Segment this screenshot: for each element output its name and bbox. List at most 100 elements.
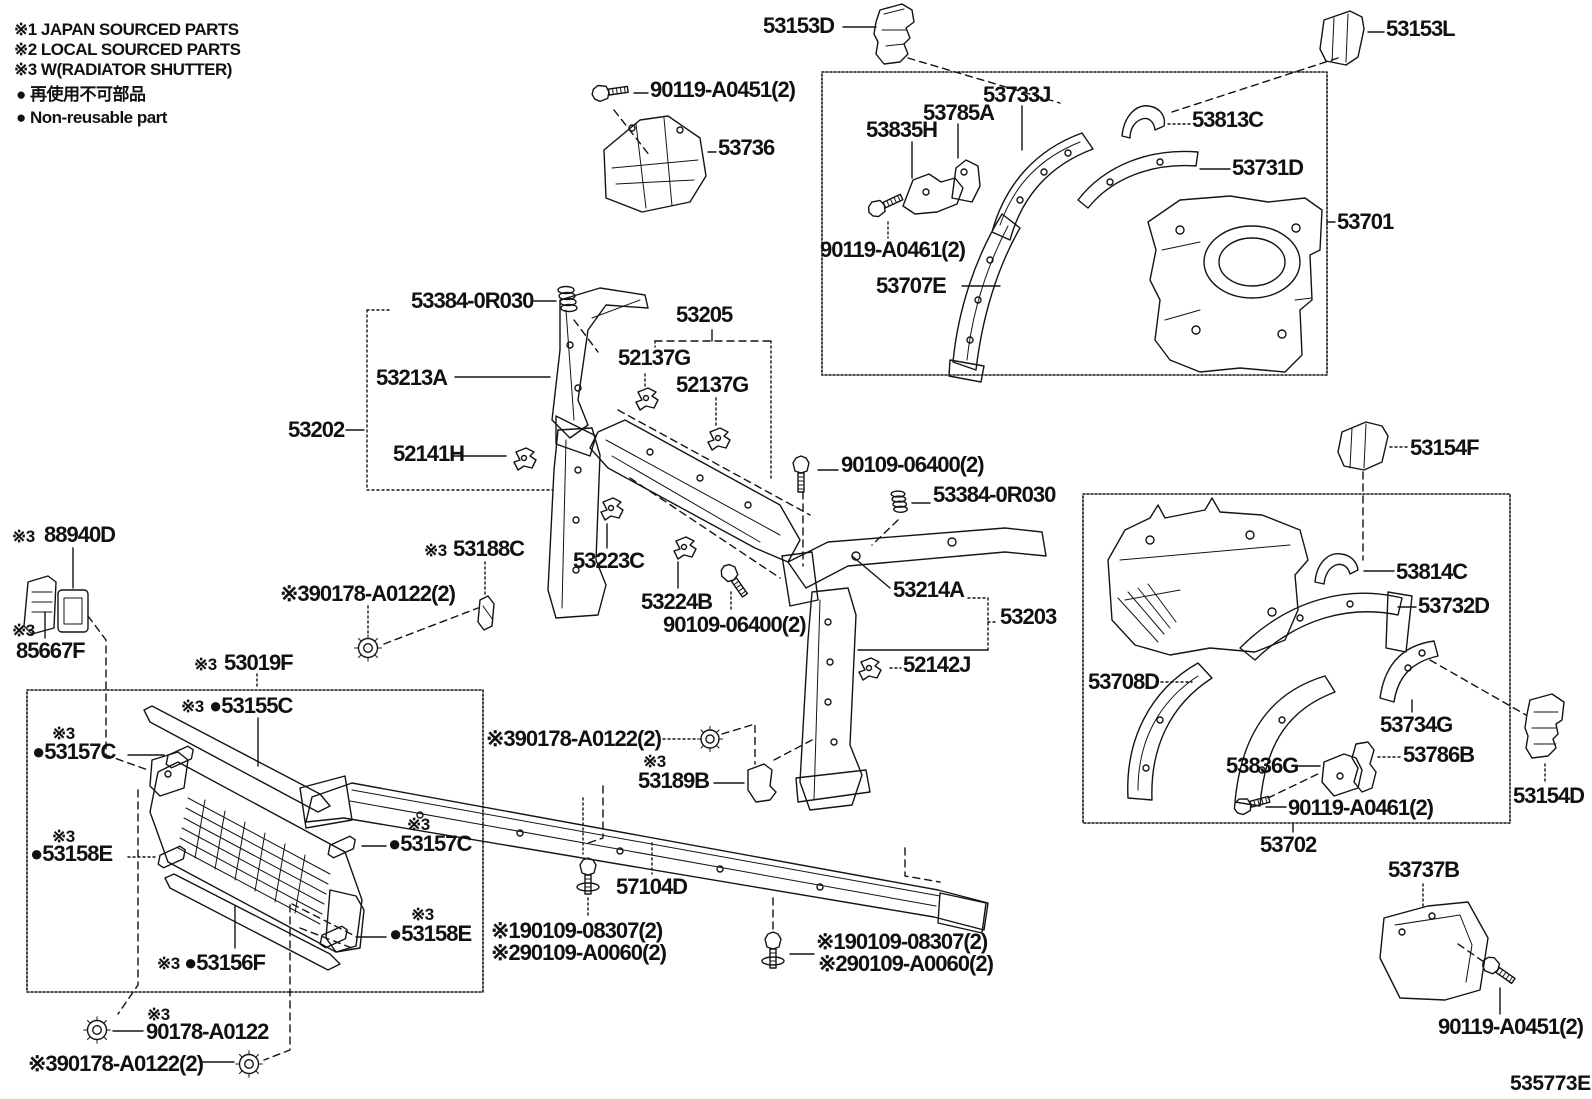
part-53213A-label[interactable]: 53213A — [376, 365, 448, 390]
bolt-icon-57104D-left — [577, 857, 599, 895]
part-53702-label[interactable]: 53702 — [1260, 832, 1317, 857]
part-sketch-53701-apron — [1148, 196, 1322, 372]
part-53224B-label[interactable]: 53224B — [641, 589, 713, 614]
leader-lines — [45, 27, 1545, 1062]
part-53158E-r-label[interactable]: ●53158E — [389, 921, 472, 946]
part-sketch-53813C — [1122, 106, 1164, 138]
part-90109-06400-b-label[interactable]: 90109-06400(2) — [663, 612, 807, 637]
part-90119-A0461-a-label[interactable]: 90119-A0461(2) — [820, 237, 966, 262]
part-53384-0R030-b-label[interactable]: 53384-0R030 — [933, 482, 1056, 507]
mark-ast3-53189B: ※3 — [643, 752, 666, 771]
part-sketch-53708D-arch — [1128, 663, 1212, 800]
part-90178-A0122-a-label[interactable]: ※390178-A0122(2) — [280, 581, 456, 606]
part-90109-08307-l-label[interactable]: ※190109-08307(2) — [491, 918, 663, 943]
part-88940D-label[interactable]: 88940D — [44, 522, 116, 547]
part-90119-A0461-b-label[interactable]: 90119-A0461(2) — [1288, 795, 1434, 820]
part-sketch-53153D — [874, 4, 914, 64]
part-53786B-label[interactable]: 53786B — [1403, 742, 1475, 767]
part-53154F-label[interactable]: 53154F — [1410, 435, 1480, 460]
part-53153L-label[interactable]: 53153L — [1386, 16, 1456, 41]
legend-note-3: ※3 W(RADIATOR SHUTTER) — [14, 60, 232, 79]
part-53701-label[interactable]: 53701 — [1337, 209, 1394, 234]
part-53019F-label[interactable]: 53019F — [224, 650, 294, 675]
part-90178-A0122-c-label[interactable]: 90178-A0122 — [146, 1019, 269, 1044]
part-53158E-l-label[interactable]: ●53158E — [30, 841, 113, 866]
part-53189B-label[interactable]: 53189B — [638, 768, 710, 793]
part-90109-08307-r-label[interactable]: ※190109-08307(2) — [816, 929, 988, 954]
part-85667F-label[interactable]: 85667F — [16, 638, 86, 663]
part-53223C-label[interactable]: 53223C — [573, 548, 645, 573]
part-52142J-label[interactable]: 52142J — [903, 652, 971, 677]
part-53707E-label[interactable]: 53707E — [876, 273, 947, 298]
diagram-code: 535773E — [1510, 1072, 1591, 1095]
part-90109-A0060-l-label[interactable]: ※290109-A0060(2) — [491, 940, 667, 965]
legend-note-2: ※2 LOCAL SOURCED PARTS — [14, 40, 241, 59]
part-sketch-53736 — [604, 116, 706, 212]
part-sketch-53814C — [1315, 554, 1358, 584]
part-53188C-label[interactable]: 53188C — [453, 536, 525, 561]
part-52137G-b-label[interactable]: 52137G — [676, 372, 749, 397]
part-53214A-label[interactable]: 53214A — [893, 577, 965, 602]
part-53836G-label[interactable]: 53836G — [1226, 753, 1299, 778]
detail-box-radiator-shutter — [27, 690, 483, 992]
part-53205-label[interactable]: 53205 — [676, 302, 733, 327]
part-sketch-57104D-bar — [300, 776, 988, 933]
part-53734G-label[interactable]: 53734G — [1380, 712, 1453, 737]
mark-ast3-53158E-l: ※3 — [52, 827, 75, 846]
part-53785A-label[interactable]: 53785A — [923, 100, 995, 125]
part-53813C-label[interactable]: 53813C — [1192, 107, 1264, 132]
part-sketch-53737B-mudguard — [1380, 902, 1488, 1000]
part-53835H-label[interactable]: 53835H — [866, 117, 938, 142]
legend-note-1: ※1 JAPAN SOURCED PARTS — [14, 20, 239, 39]
part-sketch-53223C-pillar — [548, 428, 606, 618]
part-53154D-label[interactable]: 53154D — [1513, 783, 1585, 808]
part-52137G-a-label[interactable]: 52137G — [618, 345, 691, 370]
detail-box-front-apron-rh — [822, 72, 1327, 375]
part-53814C-label[interactable]: 53814C — [1396, 559, 1468, 584]
part-sketch-53189B — [748, 764, 776, 802]
part-sketch-53733J — [992, 133, 1093, 240]
part-53202-label[interactable]: 53202 — [288, 417, 345, 442]
part-90119-A0451-bot-label[interactable]: 90119-A0451(2) — [1438, 1014, 1584, 1039]
part-90119-A0451-top-label[interactable]: 90119-A0451(2) — [650, 77, 796, 102]
part-53732D-label[interactable]: 53732D — [1418, 593, 1490, 618]
part-sketch-53203-pillar — [796, 588, 870, 810]
legend-bullet-2: ● Non-reusable part — [16, 108, 167, 127]
part-53733J-label[interactable]: 53733J — [983, 82, 1051, 107]
part-sketch-53707E — [949, 214, 1020, 382]
mark-ast3-53188C: ※3 — [424, 541, 447, 560]
part-53157C-r-label[interactable]: ●53157C — [388, 831, 472, 856]
part-sketch-53188C-pin — [478, 596, 494, 630]
part-90178-A0122-b-label[interactable]: ※390178-A0122(2) — [486, 726, 662, 751]
mark-ast3-85667F: ※3 — [12, 621, 35, 640]
part-53736-label[interactable]: 53736 — [718, 135, 775, 160]
part-53153D-label[interactable]: 53153D — [763, 13, 835, 38]
part-53156F-label[interactable]: ●53156F — [184, 950, 266, 975]
mark-ast3-53155C: ※3 — [181, 697, 204, 716]
part-sketch-53734G-rail — [1380, 641, 1438, 702]
part-53384-0R030-a-label[interactable]: 53384-0R030 — [411, 288, 534, 313]
part-57104D-label[interactable]: 57104D — [616, 874, 688, 899]
legend-bullet-1: ● 再使用不可部品 — [16, 85, 146, 104]
part-52141H-label[interactable]: 52141H — [393, 441, 465, 466]
part-sketch-85667F — [24, 576, 56, 634]
part-90109-06400-a-label[interactable]: 90109-06400(2) — [841, 452, 985, 477]
part-sketch-53154F — [1338, 422, 1388, 470]
part-90109-A0060-r-label[interactable]: ※290109-A0060(2) — [818, 951, 994, 976]
mark-ast3-88940D: ※3 — [12, 527, 35, 546]
part-53203-label[interactable]: 53203 — [1000, 604, 1057, 629]
part-53737B-label[interactable]: 53737B — [1388, 857, 1460, 882]
mark-ast3-53156F: ※3 — [157, 954, 180, 973]
mark-ast3-53157C-l: ※3 — [52, 724, 75, 743]
part-53708D-label[interactable]: 53708D — [1088, 669, 1160, 694]
part-sketch-53213A — [552, 288, 648, 456]
part-53155C-label[interactable]: ●53155C — [209, 693, 293, 718]
part-53731D-label[interactable]: 53731D — [1232, 155, 1304, 180]
part-sketch-88940D — [58, 590, 88, 632]
part-90178-A0122-d-label[interactable]: ※390178-A0122(2) — [28, 1051, 204, 1076]
bolt-icon-57104D-right — [762, 931, 784, 969]
part-53157C-l-label[interactable]: ●53157C — [32, 739, 116, 764]
mark-ast3-90178: ※3 — [147, 1005, 170, 1024]
part-sketch-53702-apron — [1108, 498, 1308, 655]
